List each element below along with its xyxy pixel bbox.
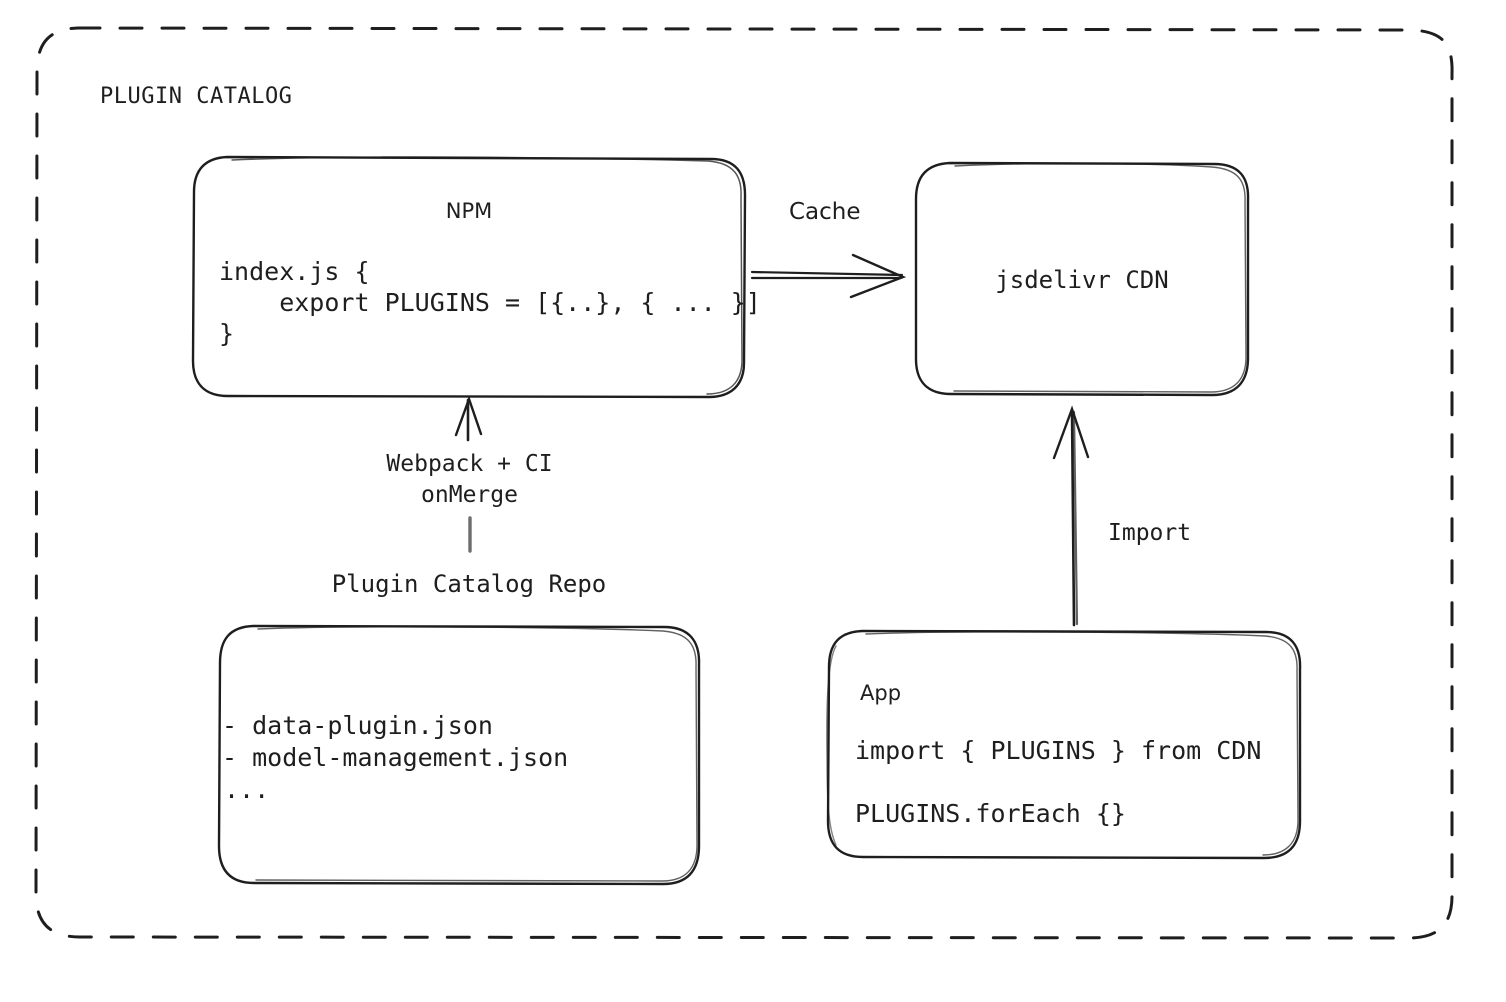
cdn-label: jsdelivr CDN [995,266,1169,294]
repo-caption: Plugin Catalog Repo [331,570,607,598]
edge-app-to-cdn [1052,405,1090,627]
npm-title: NPM [445,199,493,223]
node-cdn-box[interactable] [914,161,1250,397]
edge-label-webpack-ci: Webpack + CI [386,451,553,477]
repo-file-1: - data-plugin.json [222,711,493,740]
edge-label-import: Import [1108,520,1192,546]
npm-code-line-1: index.js { [219,257,370,286]
node-app-box[interactable] [826,629,1302,860]
edge-npm-to-cdn [750,253,907,299]
node-repo-box[interactable] [217,624,701,886]
group-title: PLUGIN CATALOG [100,84,293,109]
edge-label-cache: Cache [789,199,861,225]
node-npm-box[interactable] [191,155,747,399]
repo-file-ellipsis: ... [224,775,270,804]
app-title: App [860,681,902,705]
app-code-line-2: PLUGINS.forEach {} [855,799,1126,828]
repo-file-2: - model-management.json [222,743,569,772]
app-code-line-1: import { PLUGINS } from CDN [855,736,1262,765]
npm-code-line-2: export PLUGINS = [{..}, { ... }] [219,288,761,317]
edge-label-onmerge: onMerge [421,482,518,508]
edge-repo-to-npm [454,395,483,553]
npm-code-line-3: } [219,319,235,348]
